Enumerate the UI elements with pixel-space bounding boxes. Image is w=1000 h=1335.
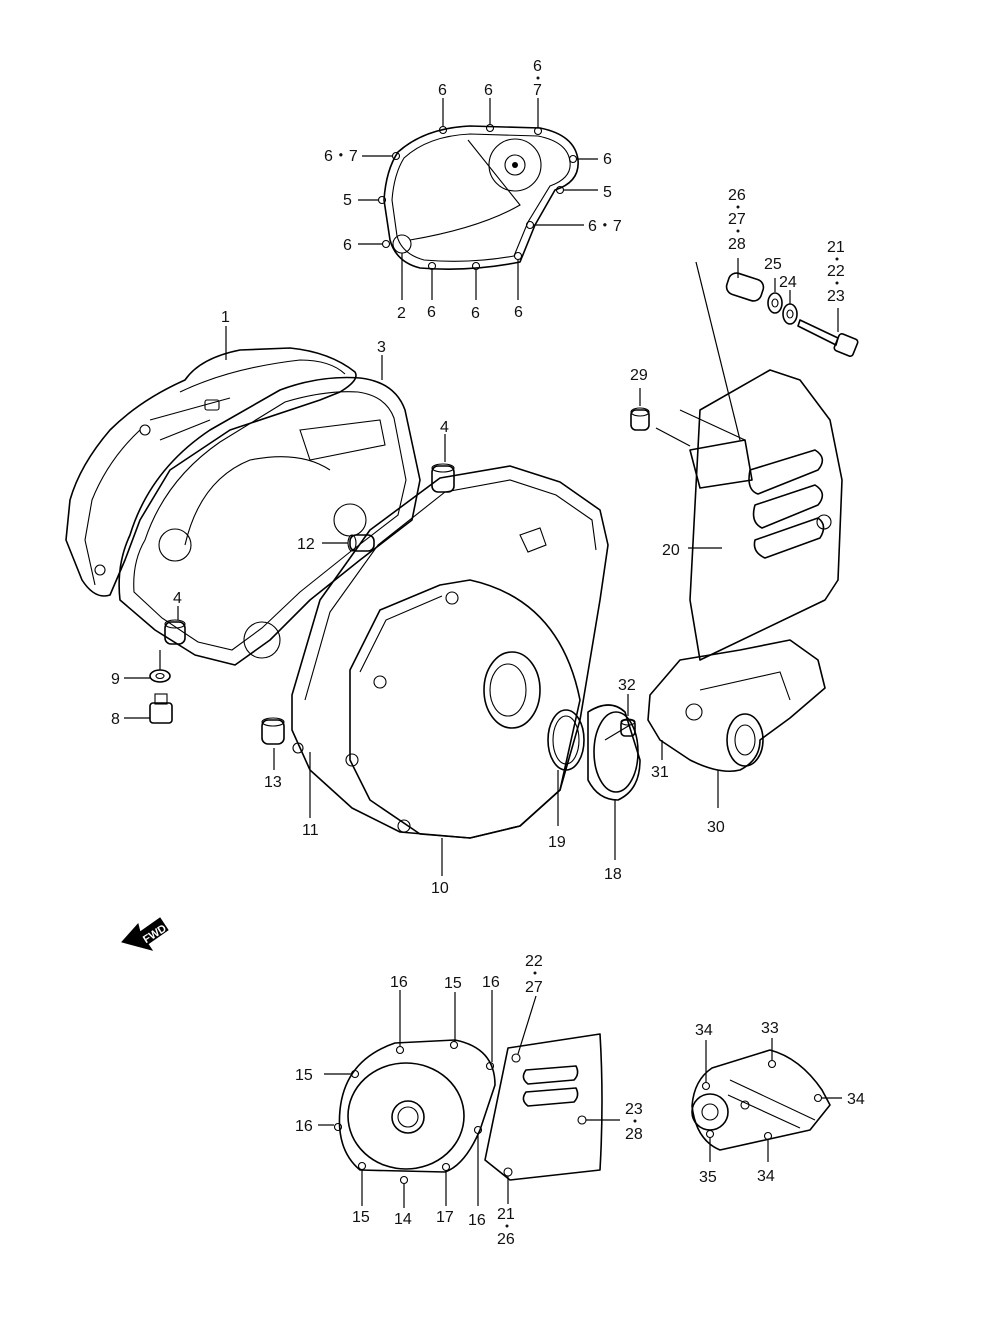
washer-24 [782, 303, 798, 325]
label-19: 19 [548, 834, 566, 851]
label-34-a: 34 [695, 1022, 713, 1039]
label-16-d: 16 [468, 1212, 486, 1229]
small-cover-leader-lines [705, 1038, 842, 1162]
bottom-left-leader-lines [318, 990, 620, 1208]
label-21-top: 21 [827, 239, 845, 256]
label-6-7-left: 6・7 [324, 148, 358, 165]
label-34-b: 34 [847, 1091, 865, 1108]
label-16-a: 16 [390, 974, 408, 991]
label-14: 14 [394, 1211, 412, 1228]
label-33: 33 [761, 1020, 779, 1037]
label-18: 18 [604, 866, 622, 883]
part-number-labels: 6 6 6 7 6・7 6 5 5 6・7 6 2 6 6 6 1 3 4 12… [111, 58, 865, 1248]
label-29: 29 [630, 367, 648, 384]
grommet-29 [630, 407, 650, 431]
label-6-top-a: 6 [438, 82, 447, 99]
label-22-top: 22 [827, 263, 845, 280]
label-15-b: 15 [295, 1067, 313, 1084]
label-11: 11 [302, 822, 319, 839]
crankcase-cover-10 [291, 465, 609, 839]
label-23-top: 23 [827, 288, 845, 305]
label-13: 13 [264, 774, 282, 791]
label-4-lower: 4 [173, 590, 182, 607]
cover-gasket [118, 376, 421, 666]
label-15-a: 15 [444, 975, 462, 992]
clutch-cover-gasket-top [377, 123, 579, 271]
label-24: 24 [779, 274, 797, 291]
label-25: 25 [764, 256, 782, 273]
label-6-left: 6 [343, 237, 352, 254]
clutch-cover [65, 347, 357, 597]
label-26-bottom: 26 [497, 1231, 515, 1248]
label-16-b: 16 [482, 974, 500, 991]
label-6-right-a: 6 [603, 151, 612, 168]
spacer-26-27-28 [725, 272, 765, 302]
label-6-bottom-b: 6 [471, 305, 480, 322]
label-6-7-right: 6・7 [588, 218, 622, 235]
small-cover [691, 1049, 831, 1151]
label-23-bottom: 23 [625, 1101, 643, 1118]
label-3: 3 [377, 339, 386, 356]
label-7-top: 7 [533, 82, 542, 99]
pulser-housing-30 [647, 639, 826, 773]
label-22-bottom: 22 [525, 953, 543, 970]
sprocket-cover-20 [679, 369, 843, 661]
label-9: 9 [111, 671, 120, 688]
fwd-arrow-icon: FWD [121, 917, 169, 951]
label-35: 35 [699, 1169, 717, 1186]
label-12: 12 [297, 536, 315, 553]
label-20: 20 [662, 542, 680, 559]
label-32: 32 [618, 677, 636, 694]
dowel-pin-4-lower [164, 619, 186, 645]
label-16-c: 16 [295, 1118, 313, 1135]
left-leader-lines [124, 326, 616, 876]
label-21-bottom: 21 [497, 1206, 515, 1223]
grommet-32 [620, 718, 636, 737]
label-5-right: 5 [603, 184, 612, 201]
right-leader-lines [627, 258, 839, 808]
label-27-top: 27 [728, 211, 746, 228]
label-2: 2 [397, 305, 406, 322]
plug-18 [587, 704, 641, 801]
label-1: 1 [221, 309, 230, 326]
dowel-pin-13 [261, 717, 285, 745]
label-15-c: 15 [352, 1209, 370, 1226]
label-34-c: 34 [757, 1168, 775, 1185]
dowel-pin-4-upper [431, 463, 455, 493]
washer-25 [767, 292, 783, 314]
label-6-bottom-a: 6 [427, 304, 436, 321]
label-30: 30 [707, 819, 725, 836]
label-6-bottom-c: 6 [514, 304, 523, 321]
label-5-left: 5 [343, 192, 352, 209]
o-ring-19 [547, 709, 585, 771]
label-6-top-c: 6 [533, 58, 542, 75]
generator-cover-14 [333, 1039, 496, 1185]
label-31: 31 [651, 764, 669, 781]
label-6-top-b: 6 [484, 82, 493, 99]
label-28-bottom: 28 [625, 1126, 643, 1143]
label-10: 10 [431, 880, 449, 897]
washer-9 [149, 669, 171, 683]
label-26-top: 26 [728, 187, 746, 204]
label-4-upper: 4 [440, 419, 449, 436]
bolt-8 [149, 693, 173, 724]
bolt-21-22-23 [797, 319, 859, 357]
sprocket-cover-plate [484, 1033, 603, 1181]
label-8: 8 [111, 711, 120, 728]
label-27-bottom: 27 [525, 979, 543, 996]
gasket-leader-lines [358, 98, 598, 300]
label-17: 17 [436, 1209, 454, 1226]
label-28-top: 28 [728, 236, 746, 253]
